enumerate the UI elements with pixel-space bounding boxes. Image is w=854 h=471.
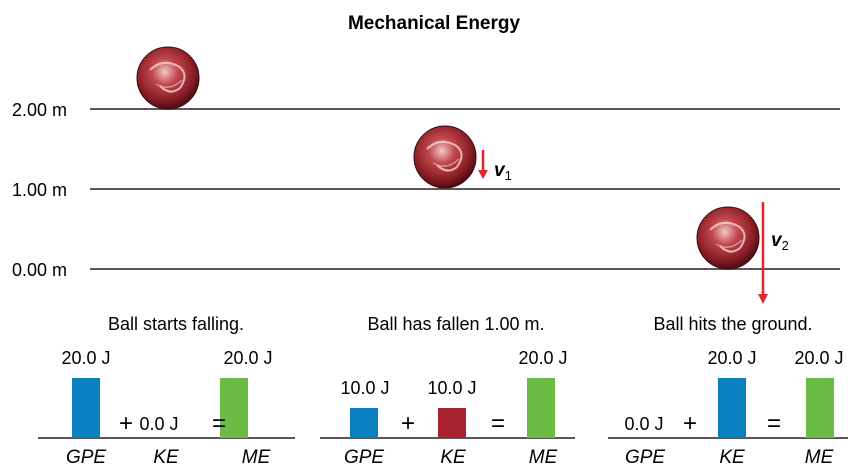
equals-sign-start: = xyxy=(212,410,226,437)
level-label-2m: 2.00 m xyxy=(12,100,67,120)
plus-sign-ground: + xyxy=(683,410,697,437)
bar-ke-middle xyxy=(438,408,466,438)
bar-me-start xyxy=(220,378,248,438)
velocity-label-v1: v1 xyxy=(494,160,512,183)
velocity-arrow-v2 xyxy=(758,202,768,304)
value-me-ground: 20.0 J xyxy=(794,348,843,368)
axis-label-me-ground: ME xyxy=(805,447,834,468)
bar-gpe-middle xyxy=(350,408,378,438)
caption-start: Ball starts falling. xyxy=(108,314,244,334)
axis-label-gpe-middle: GPE xyxy=(344,447,384,468)
equals-sign-ground: = xyxy=(767,410,781,437)
bar-me-ground xyxy=(806,378,834,438)
level-label-0m: 0.00 m xyxy=(12,260,67,280)
value-gpe-start: 20.0 J xyxy=(61,348,110,368)
caption-middle: Ball has fallen 1.00 m. xyxy=(367,314,544,334)
ball-middle xyxy=(413,125,477,189)
axis-label-me-start: ME xyxy=(242,447,271,468)
axis-label-ke-start: KE xyxy=(153,447,179,468)
level-label-1m: 1.00 m xyxy=(12,180,67,200)
value-ke-start: 0.0 J xyxy=(139,414,178,434)
value-me-middle: 20.0 J xyxy=(518,348,567,368)
ball-start xyxy=(136,46,200,110)
ball-ground xyxy=(696,206,760,270)
plus-sign-middle: + xyxy=(401,410,415,437)
bar-ke-ground xyxy=(718,378,746,438)
axis-label-me-middle: ME xyxy=(529,447,558,468)
value-ke-ground: 20.0 J xyxy=(707,348,756,368)
bar-gpe-start xyxy=(72,378,100,438)
value-gpe-ground: 0.0 J xyxy=(624,414,663,434)
bar-me-middle xyxy=(527,378,555,438)
axis-label-gpe-ground: GPE xyxy=(625,447,665,468)
velocity-arrow-v1 xyxy=(478,150,488,179)
axis-label-ke-middle: KE xyxy=(440,447,466,468)
value-gpe-middle: 10.0 J xyxy=(340,378,389,398)
axis-label-gpe-start: GPE xyxy=(66,447,106,468)
velocity-label-v2: v2 xyxy=(771,230,789,253)
value-me-start: 20.0 J xyxy=(223,348,272,368)
axis-label-ke-ground: KE xyxy=(719,447,745,468)
diagram-title: Mechanical Energy xyxy=(348,13,521,34)
plus-sign-start: + xyxy=(119,410,133,437)
equals-sign-middle: = xyxy=(491,410,505,437)
caption-ground: Ball hits the ground. xyxy=(653,314,812,334)
value-ke-middle: 10.0 J xyxy=(427,378,476,398)
